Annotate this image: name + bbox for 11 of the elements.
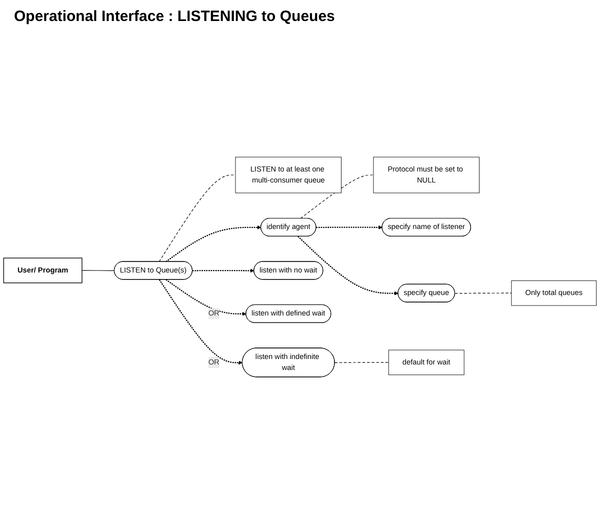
arrow [316, 225, 382, 230]
arrow [158, 279, 243, 365]
arrow [192, 268, 254, 273]
connector [82, 270, 115, 271]
connector [300, 174, 374, 219]
connector [454, 292, 512, 294]
connector [334, 362, 389, 363]
arrow [166, 225, 262, 262]
arrow [298, 236, 398, 296]
diagram-title: Operational Interface : LISTENING to Queues [14, 8, 336, 25]
arrow [166, 279, 246, 316]
